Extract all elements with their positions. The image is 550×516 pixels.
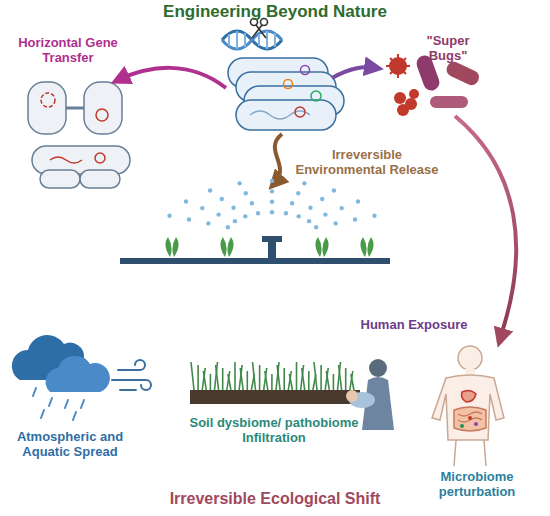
gene-transfer-illustration xyxy=(28,82,130,188)
release-label: Irreversible Environmental Release xyxy=(292,148,442,178)
bacteria-stack xyxy=(228,58,344,130)
arrow xyxy=(455,116,516,338)
arrow-head xyxy=(500,330,503,340)
microbiome-label: Microbiome perturbation xyxy=(418,470,536,500)
soil-illustration xyxy=(190,362,360,404)
exposure-label: Human Exposure xyxy=(356,318,472,333)
sprinkler-illustration xyxy=(120,179,390,264)
arrow xyxy=(274,134,282,184)
dna-icon xyxy=(222,19,282,50)
title: Engineering Beyond Nature xyxy=(0,2,550,22)
gene-transfer-label: Horizontal Gene Transfer xyxy=(12,36,124,66)
soil-label: Soil dysbiome/ pathobiome Infiltration xyxy=(186,416,362,446)
human-body-illustration xyxy=(432,346,504,466)
spread-label: Atmospheric and Aquatic Spread xyxy=(2,430,138,460)
super-bugs-label: "Super Bugs" xyxy=(408,34,488,64)
arrow xyxy=(332,67,376,78)
caption: Irreversible Ecological Shift xyxy=(0,490,550,508)
arrow xyxy=(118,68,226,88)
cloud-illustration xyxy=(12,335,151,420)
